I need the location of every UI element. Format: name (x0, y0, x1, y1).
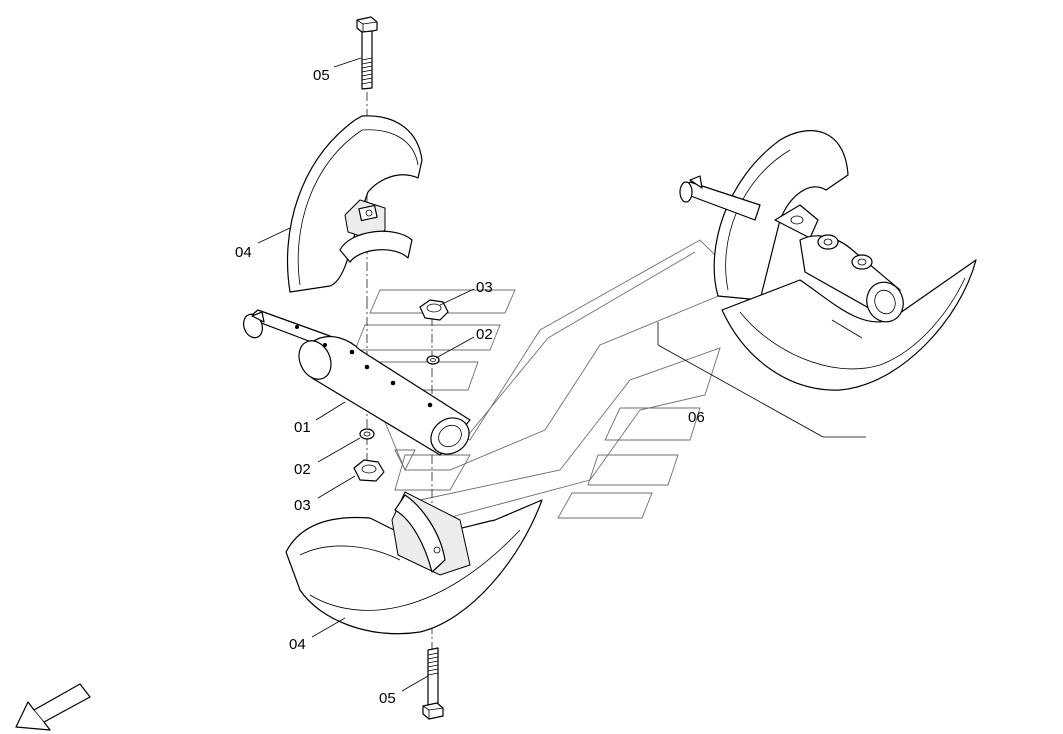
direction-arrow-icon (15, 683, 91, 731)
callout-shaft: 01 (294, 419, 311, 436)
upper-cover (287, 115, 423, 293)
callout-washer-top: 02 (476, 326, 493, 343)
nut-bottom (353, 459, 385, 482)
callout-lower-cover: 04 (289, 636, 306, 653)
shaft (242, 309, 471, 456)
leader-lines (257, 57, 866, 692)
callout-nut-bottom: 03 (294, 497, 311, 514)
assembled-unit (679, 130, 977, 391)
nut-top (419, 299, 449, 321)
callout-nut-top: 03 (476, 279, 493, 296)
lower-cover (285, 491, 543, 635)
callout-assembly: 06 (688, 409, 705, 426)
callout-washer-bottom: 02 (294, 461, 311, 478)
bolt-top (356, 16, 378, 90)
callout-bolt-top: 05 (313, 67, 330, 84)
callout-upper-cover: 04 (235, 244, 252, 261)
bolt-bottom (422, 647, 444, 720)
washer-bottom (359, 428, 375, 440)
callout-bolt-bottom: 05 (379, 690, 396, 707)
